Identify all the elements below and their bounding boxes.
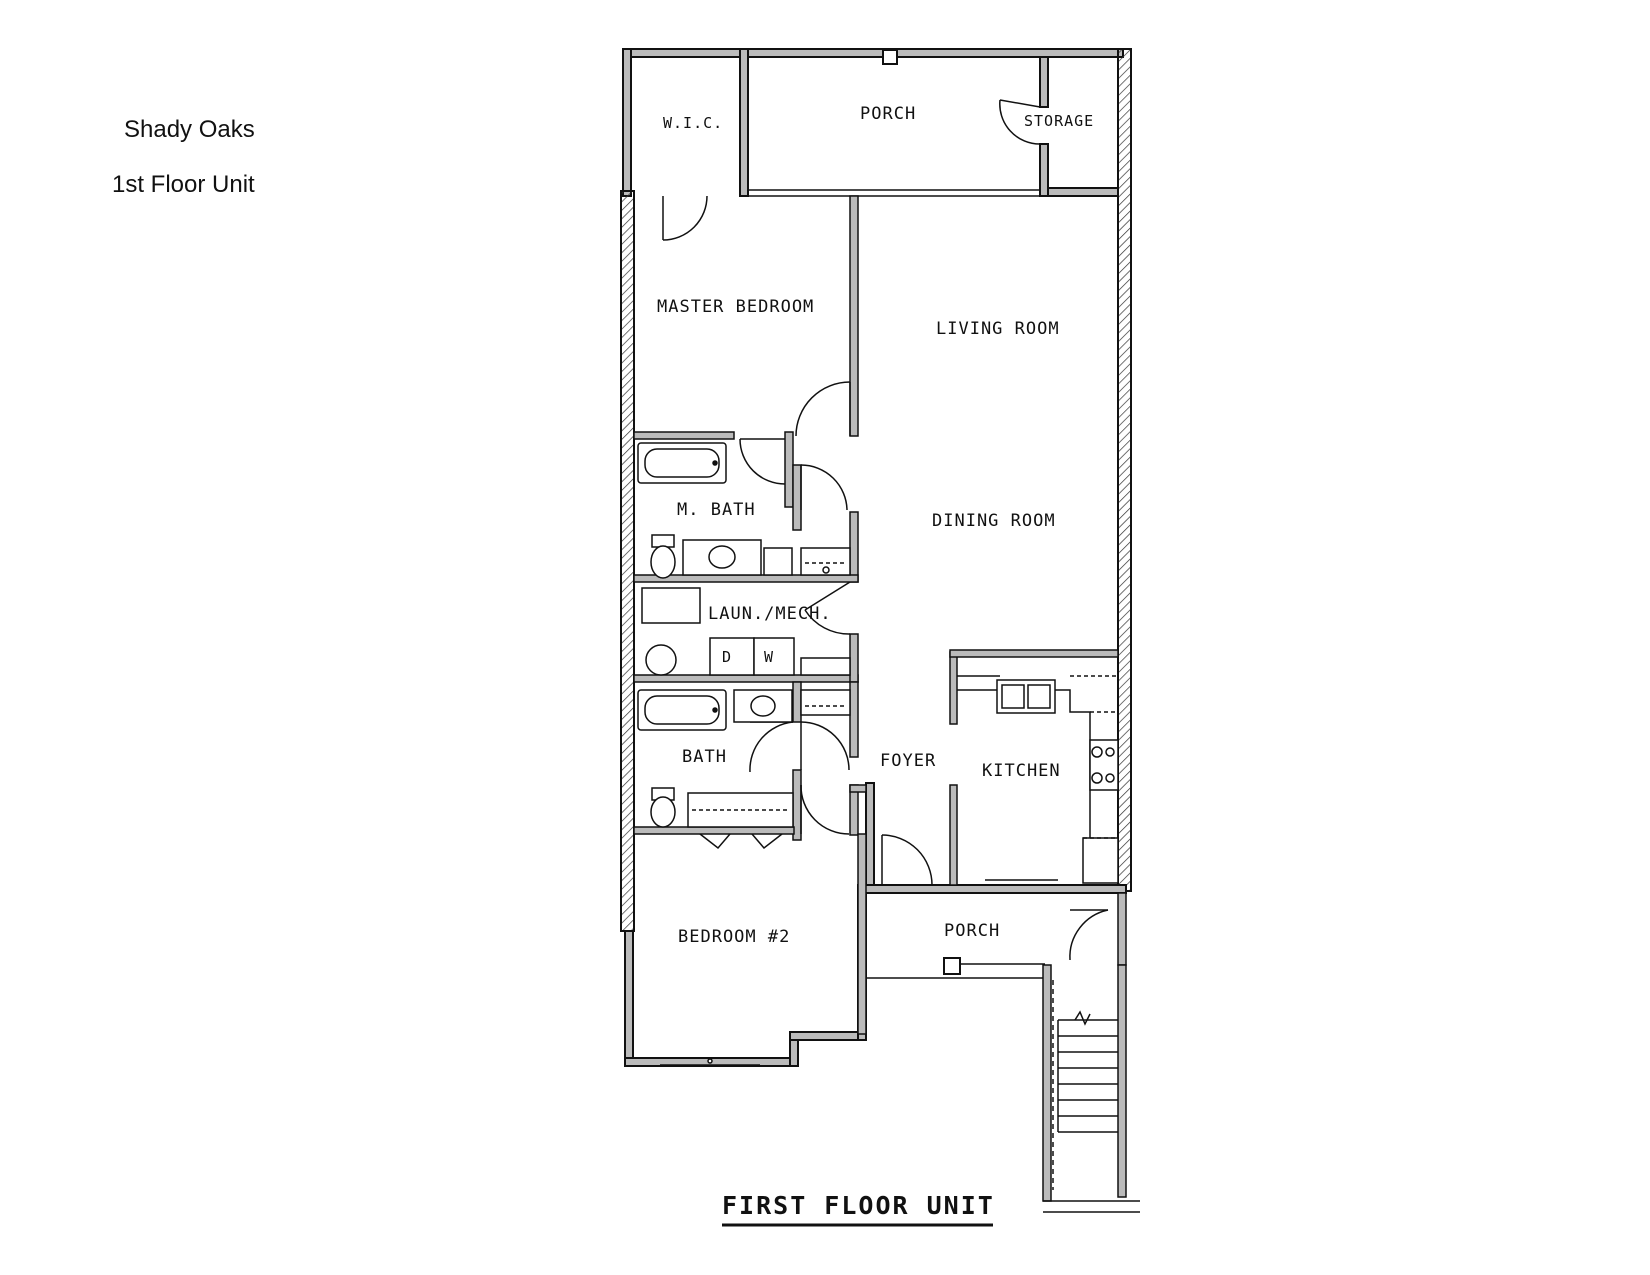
room-label-foyer: FOYER bbox=[880, 751, 936, 771]
room-label-storage: STORAGE bbox=[1024, 112, 1094, 130]
property-name: Shady Oaks bbox=[124, 116, 255, 143]
appliance-label-washer: W bbox=[764, 648, 774, 666]
room-label-wic: W.I.C. bbox=[663, 114, 723, 132]
plan-title: FIRST FLOOR UNIT bbox=[722, 1191, 995, 1220]
bedroom-2-window bbox=[660, 1057, 760, 1066]
interior-walls bbox=[633, 195, 1119, 1035]
front-porch-and-stairs bbox=[866, 892, 1140, 1213]
room-label-master-bath: M. BATH bbox=[677, 500, 756, 520]
appliance-label-dryer: D bbox=[722, 648, 732, 666]
rear-sliding-door bbox=[748, 49, 1040, 197]
room-label-dining-room: DINING ROOM bbox=[932, 511, 1056, 531]
unit-type: 1st Floor Unit bbox=[112, 171, 255, 198]
kitchen-counters bbox=[957, 675, 1119, 886]
room-label-bedroom-2: BEDROOM #2 bbox=[678, 927, 790, 947]
door-swings bbox=[662, 99, 1109, 961]
room-label-porch-rear: PORCH bbox=[860, 104, 916, 124]
room-label-bath: BATH bbox=[682, 747, 727, 767]
room-label-laundry-mech: LAUN./MECH. bbox=[708, 604, 832, 624]
fixtures bbox=[637, 442, 851, 850]
room-label-kitchen: KITCHEN bbox=[982, 761, 1061, 781]
room-labels: W.I.C. PORCH STORAGE MASTER BEDROOM LIVI… bbox=[657, 104, 1094, 947]
room-label-living-room: LIVING ROOM bbox=[936, 319, 1060, 339]
room-label-porch-front: PORCH bbox=[944, 921, 1000, 941]
room-label-master-bedroom: MASTER BEDROOM bbox=[657, 297, 814, 317]
